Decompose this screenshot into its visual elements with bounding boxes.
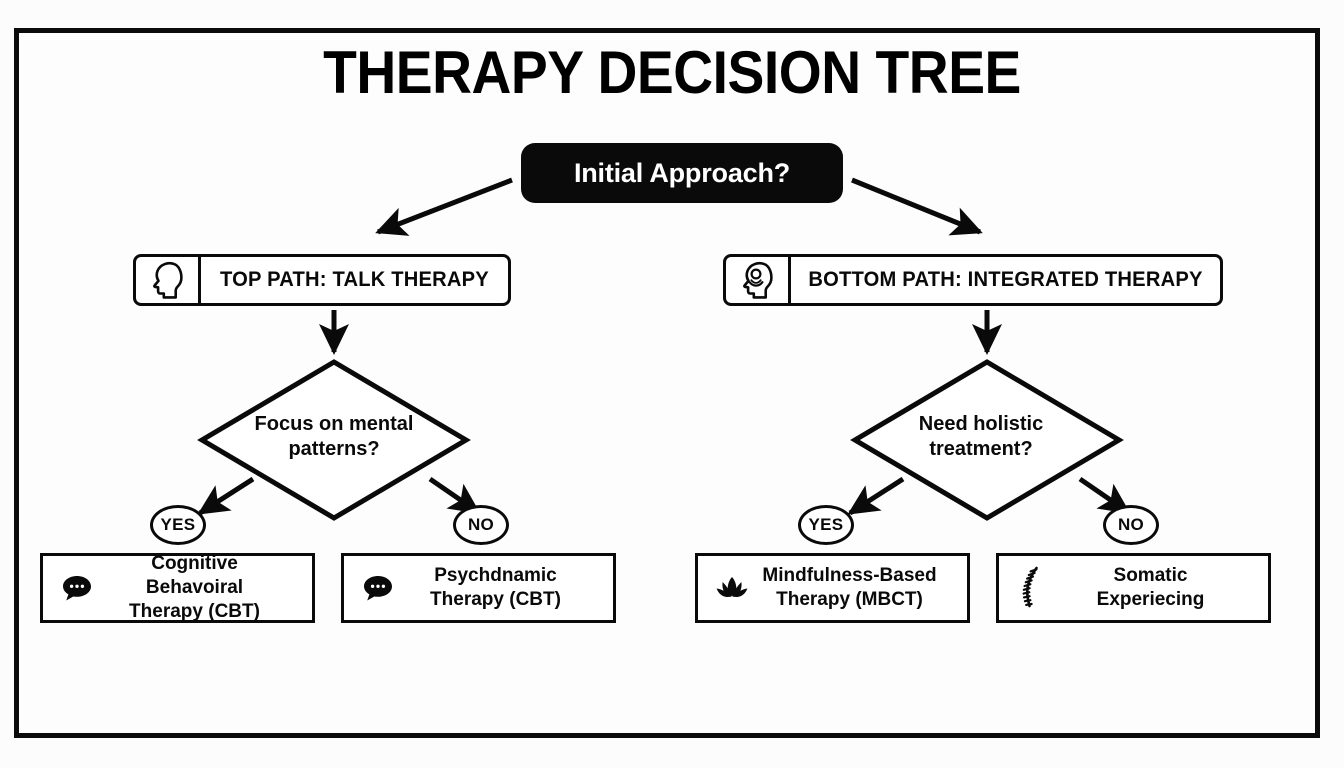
path-bar-bottom[interactable]: BOTTOM PATH: INTEGRATED THERAPY	[723, 254, 1223, 306]
decision-label-right: Need holistic treatment?	[866, 412, 1096, 462]
path-bar-top-label: TOP PATH: TALK THERAPY	[220, 268, 489, 291]
path-bar-top[interactable]: TOP PATH: TALK THERAPY	[133, 254, 511, 306]
outcome-box-cbt-text: Cognitive Behavoiral Therapy (CBT)	[103, 552, 312, 624]
outcome-box-somatic[interactable]: Somatic Experiecing	[996, 553, 1271, 623]
speech-bubble-icon	[352, 574, 404, 602]
diagram-frame	[14, 28, 1320, 738]
badge-left-yes: YES	[150, 505, 206, 545]
path-bar-bottom-label: BOTTOM PATH: INTEGRATED THERAPY	[808, 268, 1203, 291]
badge-left-no: NO	[453, 505, 509, 545]
head-mindful-icon	[726, 257, 791, 303]
outcome-box-cbt[interactable]: Cognitive Behavoiral Therapy (CBT)	[40, 553, 315, 623]
outcome-box-psychodynamic[interactable]: Psychdnamic Therapy (CBT)	[341, 553, 616, 623]
root-node-label: Initial Approach?	[573, 157, 791, 188]
outcome-box-mbct-line1: Mindfulness-Based	[762, 565, 937, 586]
badge-right-no: NO	[1103, 505, 1159, 545]
root-node[interactable]: Initial Approach?	[521, 143, 843, 203]
lotus-icon	[706, 575, 758, 601]
badge-right-yes: YES	[798, 505, 854, 545]
outcome-box-somatic-line1: Somatic	[1113, 565, 1188, 586]
badge-left-yes-label: YES	[160, 515, 196, 534]
outcome-box-somatic-text: Somatic Experiecing	[1059, 564, 1268, 612]
decision-label-left-line1: Focus on mental	[254, 413, 414, 435]
badge-right-yes-label: YES	[808, 515, 844, 534]
outcome-box-cbt-line1: Cognitive Behavoiral	[145, 553, 244, 598]
badge-left-no-label: NO	[467, 515, 495, 534]
outcome-box-somatic-line2: Experiecing	[1096, 589, 1205, 610]
outcome-box-psychodynamic-line2: Therapy (CBT)	[430, 589, 561, 610]
spine-icon	[1007, 566, 1059, 610]
page-title: THERAPY DECISION TREE	[323, 39, 1021, 106]
outcome-box-mbct[interactable]: Mindfulness-Based Therapy (MBCT)	[695, 553, 970, 623]
decision-label-right-line2: treatment?	[929, 438, 1033, 460]
outcome-box-psychodynamic-text: Psychdnamic Therapy (CBT)	[404, 564, 613, 612]
speech-bubble-icon	[51, 574, 103, 602]
decision-label-right-line1: Need holistic	[918, 413, 1044, 435]
head-profile-icon	[136, 257, 201, 303]
outcome-box-cbt-line2: Therapy (CBT)	[129, 601, 260, 622]
outcome-box-psychodynamic-line1: Psychdnamic	[434, 565, 557, 586]
outcome-box-mbct-line2: Therapy (MBCT)	[776, 589, 923, 610]
badge-right-no-label: NO	[1117, 515, 1145, 534]
outcome-box-mbct-text: Mindfulness-Based Therapy (MBCT)	[758, 564, 967, 612]
decision-label-left: Focus on mental patterns?	[219, 412, 449, 462]
decision-label-left-line2: patterns?	[288, 438, 380, 460]
